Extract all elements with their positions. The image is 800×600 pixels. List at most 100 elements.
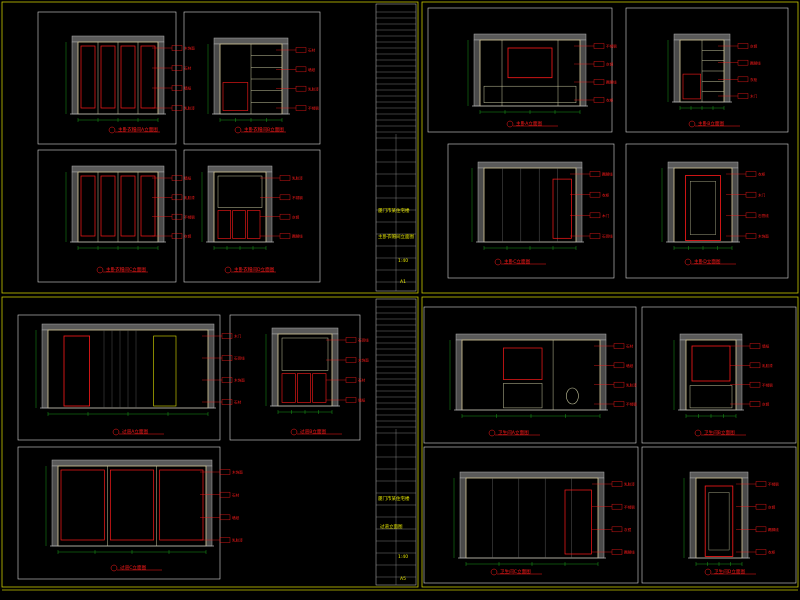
elevation-outline bbox=[695, 477, 743, 559]
annotation-box bbox=[611, 526, 623, 533]
door-panel bbox=[100, 175, 116, 237]
tb1-drawing: 主卧衣帽间立面图 bbox=[378, 233, 414, 240]
caption-title: 主卧衣帽间A立面图 bbox=[118, 126, 158, 133]
annotation-text: 不锈钢 bbox=[762, 382, 773, 387]
caption-title: 主卧C立面图 bbox=[504, 258, 531, 265]
elevation-5 bbox=[667, 33, 732, 110]
right-wall bbox=[265, 171, 273, 243]
cabinet-door bbox=[232, 210, 246, 239]
annotation-box bbox=[295, 66, 307, 73]
caption-title: 卫生间C立面图 bbox=[500, 568, 531, 575]
door-panel bbox=[100, 45, 116, 109]
elevation-outline bbox=[479, 39, 581, 107]
annotation-text: 墙纸 bbox=[184, 176, 192, 181]
annotation-text: 石材 bbox=[358, 378, 366, 383]
caption-title: 主卧D立面图 bbox=[694, 258, 721, 265]
ceiling-slab bbox=[459, 471, 605, 479]
elevation-13 bbox=[453, 471, 606, 566]
annotation-box bbox=[295, 85, 307, 92]
door-frame bbox=[63, 335, 91, 407]
right-wall bbox=[731, 167, 739, 243]
elevation-outline bbox=[673, 167, 733, 243]
caption-symbol bbox=[112, 428, 120, 436]
caption-title: 主卧衣帽间D立面图 bbox=[234, 266, 275, 273]
annotation-box bbox=[345, 377, 357, 383]
annotation-text: 木饰面 bbox=[184, 46, 195, 51]
annotation-box bbox=[593, 97, 605, 103]
niche bbox=[153, 335, 177, 407]
annotation-box bbox=[737, 43, 749, 49]
door-leaf bbox=[708, 492, 730, 551]
annotation-box bbox=[221, 355, 233, 361]
annotation-box bbox=[749, 401, 761, 407]
annotation-box bbox=[749, 362, 761, 369]
annotation-box bbox=[171, 105, 183, 111]
left-wall bbox=[667, 167, 675, 243]
ceiling-slab bbox=[679, 333, 743, 341]
caption-title: 主卧衣帽间C立面图 bbox=[106, 266, 146, 273]
left-wall bbox=[689, 477, 697, 559]
tb3-project: 厦门市某住宅楼 bbox=[378, 495, 410, 502]
annotation-box bbox=[755, 481, 767, 487]
annotation-text: 灰镜 bbox=[606, 62, 614, 67]
tb3-drawing: 过道立面图 bbox=[380, 523, 403, 530]
ceiling-slab bbox=[667, 161, 739, 169]
annotation-box bbox=[219, 469, 231, 475]
cabinet-door bbox=[217, 210, 231, 239]
annotation-box bbox=[755, 503, 767, 510]
annotation-box bbox=[613, 343, 625, 349]
elevation-4 bbox=[467, 33, 588, 114]
door-panel bbox=[159, 469, 204, 541]
title-block-text: 厦门市某住宅楼 主卧衣帽间立面图 1:40 A1 厦门市某住宅楼 过道立面图 1… bbox=[378, 207, 414, 582]
left-wall bbox=[673, 39, 681, 103]
left-wall bbox=[207, 171, 215, 243]
door-panel bbox=[109, 469, 155, 541]
left-wall bbox=[473, 39, 481, 107]
annotation-text: 墙纸 bbox=[308, 67, 316, 72]
right-wall bbox=[575, 167, 583, 243]
annotation-text: 乳胶漆 bbox=[184, 195, 195, 200]
tv-cabinet bbox=[483, 85, 577, 103]
annotation-box bbox=[737, 93, 749, 99]
elevation-outline bbox=[461, 339, 601, 411]
caption-symbol bbox=[704, 568, 712, 576]
annotation-box bbox=[737, 76, 749, 83]
annotation-text: 石材 bbox=[308, 48, 316, 53]
ceiling-slab bbox=[207, 165, 273, 173]
annotation-box bbox=[345, 397, 357, 403]
annotation-text: 乳胶漆 bbox=[292, 176, 303, 181]
annotation-text: 乳胶漆 bbox=[184, 106, 195, 111]
annotation-text: 灰镜 bbox=[762, 402, 770, 407]
annotation-text: 木门 bbox=[750, 94, 758, 99]
right-wall bbox=[579, 39, 587, 107]
caption-symbol bbox=[694, 429, 702, 437]
annotation-text: 石膏线 bbox=[358, 338, 369, 343]
annotation-text: 灰镜 bbox=[292, 214, 300, 219]
annotation-text: 木饰面 bbox=[232, 470, 243, 475]
door-panel bbox=[60, 469, 105, 541]
annotation-text: 石材 bbox=[234, 400, 242, 405]
tb3-number: A5 bbox=[400, 576, 406, 582]
caption-title: 主卧A立面图 bbox=[516, 120, 543, 127]
viewport-boxes bbox=[17, 7, 797, 584]
left-wall bbox=[71, 171, 79, 243]
annotation-text: 石材 bbox=[232, 492, 240, 497]
annotation-box bbox=[745, 233, 757, 239]
annotation-box bbox=[279, 233, 291, 239]
elevation-outline bbox=[277, 333, 333, 407]
door-frame bbox=[685, 174, 721, 241]
right-wall bbox=[157, 41, 165, 115]
annotation-box bbox=[593, 61, 605, 67]
elevation-1 bbox=[207, 37, 290, 122]
right-wall bbox=[735, 339, 743, 411]
annotation-text: 乳胶漆 bbox=[308, 86, 319, 91]
annotation-text: 灰镜 bbox=[184, 234, 192, 239]
sheet-bottom-right-frame bbox=[421, 296, 799, 588]
mirror bbox=[503, 347, 543, 380]
door-frame bbox=[564, 489, 592, 555]
annotation-text: 墙纸 bbox=[184, 86, 192, 91]
annotation-box bbox=[749, 343, 761, 349]
annotation-box bbox=[171, 45, 183, 51]
annotation-box bbox=[749, 381, 761, 388]
